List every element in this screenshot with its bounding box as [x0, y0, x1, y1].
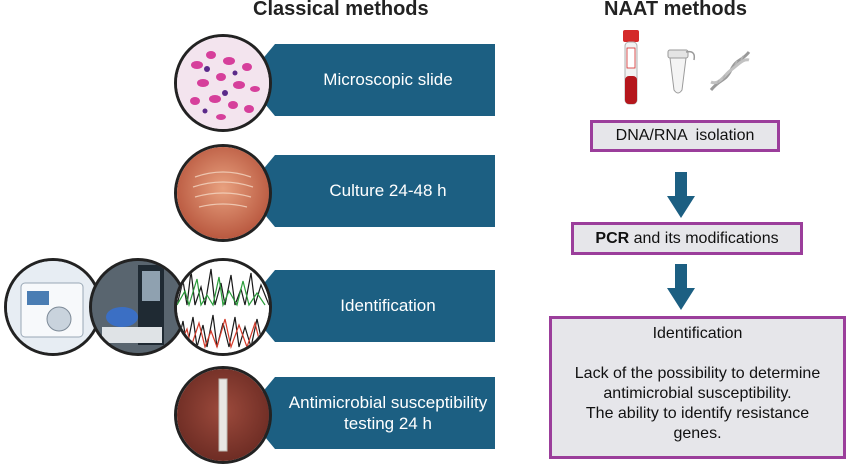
down-arrow-1 [667, 172, 695, 218]
heading-classical-methods: Classical methods [253, 0, 429, 20]
microtube-icon [664, 46, 698, 96]
heading-naat-methods: NAAT methods [604, 0, 747, 20]
identification-result-box: Identification Lack of the possibility t… [549, 316, 846, 459]
step-antimicrobial-susceptibility: Antimicrobial susceptibility testing 24 … [245, 377, 495, 449]
blood-tube-icon [620, 30, 642, 108]
microscopic-slide-image [174, 34, 272, 132]
lab-technician-image [89, 258, 187, 356]
dna-helix-icon [707, 48, 753, 94]
step-label: Microscopic slide [323, 70, 453, 90]
susceptibility-plate-image [174, 366, 272, 464]
box-label: DNA/RNA isolation [615, 127, 755, 144]
step-label: Antimicrobial susceptibility testing 24 … [288, 392, 488, 433]
step-label: Culture 24-48 h [329, 181, 447, 201]
step-culture: Culture 24-48 h [245, 155, 495, 227]
result-susceptibility-text: Lack of the possibility to determine ant… [574, 365, 821, 402]
result-resistance-genes-text: The ability to identify resistance genes… [585, 405, 810, 442]
pcr-modifications-label: and its modifications [629, 230, 779, 247]
step-label: Identification [340, 296, 436, 316]
step-identification: Identification [245, 270, 495, 342]
lab-instrument-image [4, 258, 102, 356]
pcr-label: PCR [595, 230, 630, 247]
chromatogram-image [174, 258, 272, 356]
dna-rna-isolation-box: DNA/RNA isolation [590, 120, 780, 152]
down-arrow-2 [667, 264, 695, 310]
result-title: Identification [652, 325, 743, 342]
culture-plate-image [174, 144, 272, 242]
pcr-box: PCR and its modifications [571, 222, 803, 255]
step-microscopic-slide: Microscopic slide [245, 44, 495, 116]
